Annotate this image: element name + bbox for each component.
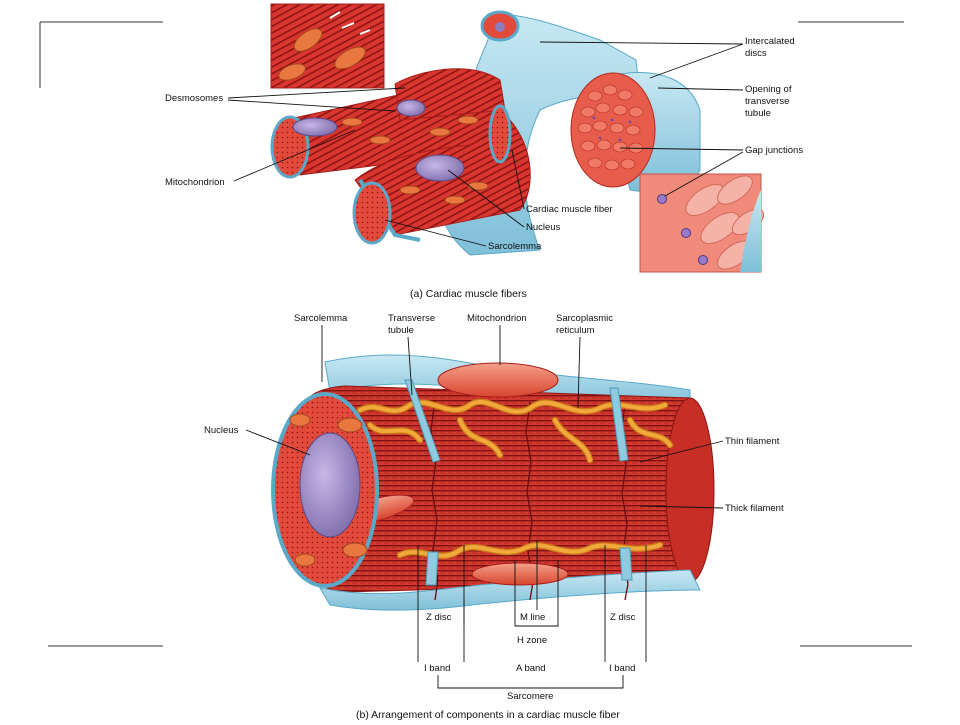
label-intercalated-discs-1: Intercalated [745, 36, 795, 47]
label-mitochondrion-a: Mitochondrion [165, 177, 225, 188]
label-sarcoplasmic-reticulum-2: reticulum [556, 325, 595, 336]
panel-a-illustration [270, 3, 765, 273]
label-opening-t-tubule-1: Opening of [745, 84, 792, 95]
panel-b-labels: Sarcolemma Transverse tubule Mitochondri… [204, 313, 784, 721]
label-gap-junctions: Gap junctions [745, 145, 803, 156]
opened-fiber-right [570, 72, 701, 193]
label-cardiac-muscle-fiber: Cardiac muscle fiber [526, 204, 613, 215]
label-m-line: M line [520, 612, 545, 623]
panel-b-illustration [271, 354, 715, 611]
inset-gap-junctions [639, 173, 765, 273]
label-sarcolemma-a: Sarcolemma [488, 241, 542, 252]
label-sarcoplasmic-reticulum-1: Sarcoplasmic [556, 313, 613, 324]
caption-panel-a: (a) Cardiac muscle fibers [410, 288, 527, 300]
inset-mitochondria [270, 3, 385, 89]
label-transverse-tubule-2: tubule [388, 325, 414, 336]
slide-frame-lines [39, 21, 912, 647]
caption-panel-b: (b) Arrangement of components in a cardi… [356, 709, 620, 720]
label-thin-filament: Thin filament [725, 436, 780, 447]
label-sarcomere: Sarcomere [507, 691, 553, 702]
label-z-disc-left: Z disc [426, 612, 452, 623]
label-desmosomes: Desmosomes [165, 93, 223, 104]
label-h-zone: H zone [517, 635, 547, 646]
label-nucleus-b: Nucleus [204, 425, 239, 436]
label-i-band-right: I band [609, 663, 635, 674]
label-opening-t-tubule-2: transverse [745, 96, 789, 107]
label-z-disc-right: Z disc [610, 612, 636, 623]
label-opening-t-tubule-3: tubule [745, 108, 771, 119]
label-i-band-left: I band [424, 663, 450, 674]
panel-a-labels: Intercalated discs Desmosomes Opening of… [165, 36, 803, 300]
label-thick-filament: Thick filament [725, 503, 784, 514]
label-intercalated-discs-2: discs [745, 48, 767, 59]
label-transverse-tubule-1: Transverse [388, 313, 435, 324]
label-sarcolemma-b: Sarcolemma [294, 313, 348, 324]
label-nucleus-a: Nucleus [526, 222, 561, 233]
fiber-lower [352, 104, 531, 245]
label-mitochondrion-b: Mitochondrion [467, 313, 527, 324]
label-a-band: A band [516, 663, 546, 674]
